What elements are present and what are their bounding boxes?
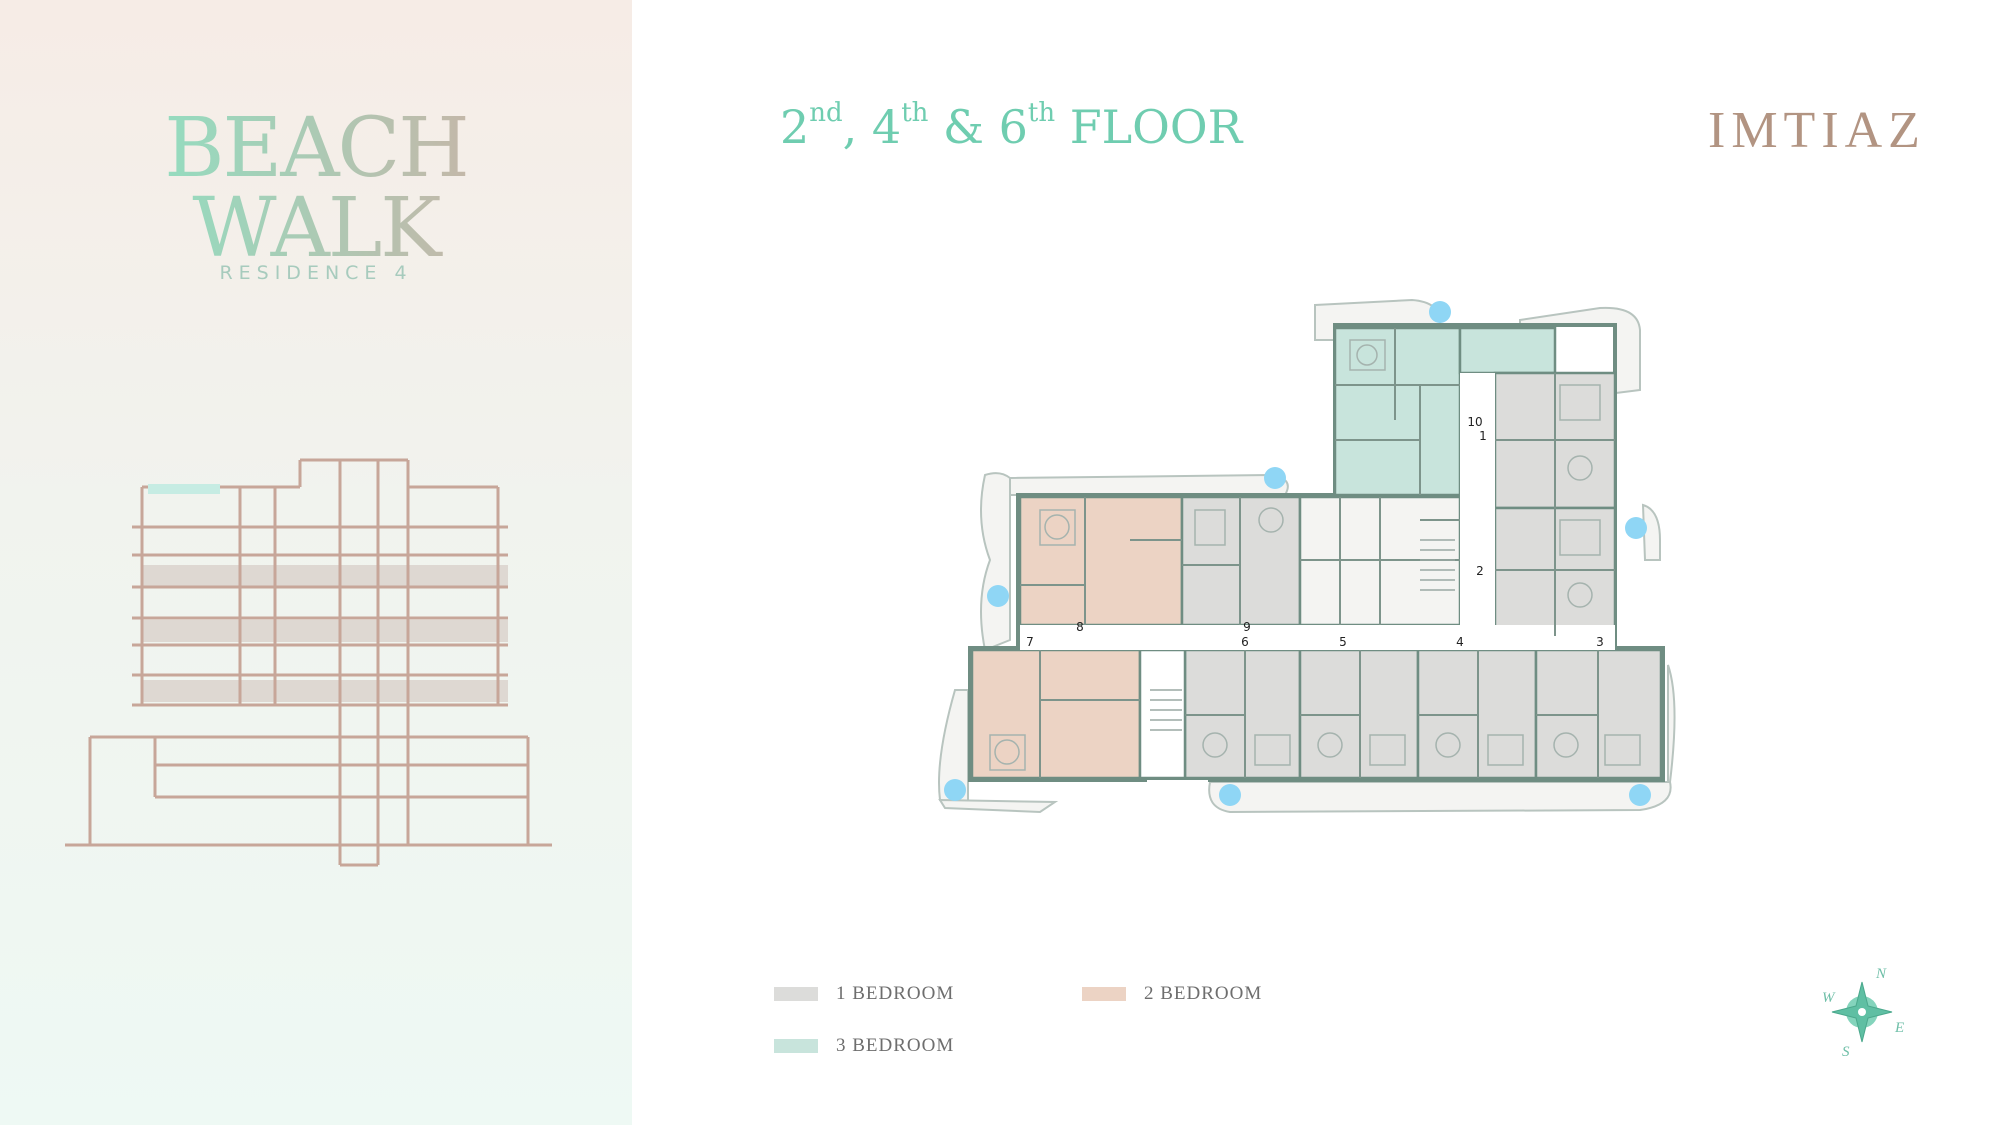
unit-10-3-bedroom-annex bbox=[1458, 326, 1557, 375]
imtiaz-logo: IMTIAZ bbox=[1708, 102, 1926, 159]
corridor-north bbox=[1460, 373, 1495, 625]
unit-label-9: 9 bbox=[1243, 620, 1251, 634]
unit-label-8: 8 bbox=[1076, 620, 1084, 634]
unit-label-5: 5 bbox=[1339, 635, 1347, 649]
compass-w: W bbox=[1822, 990, 1836, 1006]
furniture bbox=[989, 339, 1641, 771]
legend-3-bedroom: 3 BEDROOM bbox=[774, 1035, 954, 1057]
legend-swatch-1-bedroom bbox=[774, 987, 818, 1001]
pool-2 bbox=[1264, 467, 1286, 489]
terrace-west-top bbox=[1009, 473, 1289, 496]
pool-4 bbox=[1625, 517, 1647, 539]
compass-e: E bbox=[1894, 1020, 1904, 1036]
unit-label-4: 4 bbox=[1456, 635, 1464, 649]
roof-pool bbox=[148, 484, 220, 494]
brand-title-line2: WALK bbox=[0, 188, 632, 270]
brand-subtitle: RESIDENCE 4 bbox=[219, 262, 413, 284]
floor-title-n3: 6 bbox=[998, 100, 1028, 154]
pool-5 bbox=[944, 779, 966, 801]
unit-10-3-bedroom bbox=[1333, 326, 1462, 497]
unit-8-2-bedroom bbox=[1018, 495, 1184, 627]
floor-title: 2nd, 4th & 6th FLOOR bbox=[780, 100, 1242, 154]
pool-1 bbox=[1429, 301, 1451, 323]
terrace-east-mid bbox=[1641, 503, 1661, 561]
section-floor-bands bbox=[142, 565, 508, 702]
unit-label-6: 6 bbox=[1241, 635, 1249, 649]
legend-label-2-bedroom: 2 BEDROOM bbox=[1144, 983, 1263, 1004]
pool-6 bbox=[1219, 784, 1241, 806]
terrace-west-side bbox=[980, 472, 1011, 652]
legend-2-bedroom: 2 BEDROOM bbox=[1082, 983, 1262, 1005]
legend-swatch-3-bedroom bbox=[774, 1039, 818, 1053]
terrace-south bbox=[1208, 781, 1672, 814]
interior-partitions bbox=[1020, 328, 1615, 778]
floor-title-n1: 2 bbox=[780, 100, 810, 154]
plunge-pools bbox=[944, 301, 1651, 806]
unit-label-10: 10 bbox=[1467, 415, 1482, 429]
compass-rose-icon: N E S W bbox=[1822, 966, 1904, 1060]
terrace-southwest-bottom bbox=[938, 798, 1059, 814]
section-lines bbox=[65, 458, 552, 867]
floor-title-s3: th bbox=[1027, 98, 1056, 128]
unit-label-1: 1 bbox=[1479, 429, 1487, 443]
compass-s: S bbox=[1842, 1044, 1850, 1060]
floor-title-s1: nd bbox=[809, 98, 843, 128]
legend-label-1-bedroom: 1 BEDROOM bbox=[836, 983, 955, 1004]
unit-label-3: 3 bbox=[1596, 635, 1604, 649]
floor-title-sep1: , bbox=[842, 100, 872, 154]
floor-title-sep2: & bbox=[928, 100, 999, 154]
floor-title-n2: 4 bbox=[871, 100, 902, 154]
unit-areas bbox=[970, 326, 1663, 780]
compass-n: N bbox=[1875, 966, 1887, 982]
pool-3 bbox=[987, 585, 1009, 607]
stair-core bbox=[1138, 648, 1187, 780]
pool-7 bbox=[1629, 784, 1651, 806]
building-section-drawing bbox=[65, 458, 552, 867]
unit-number-labels: 10 1 2 3 4 5 6 7 8 9 bbox=[1026, 415, 1604, 649]
unit-label-2: 2 bbox=[1476, 564, 1484, 578]
left-panel bbox=[0, 0, 632, 1125]
brand-title-line1: BEACH bbox=[0, 108, 632, 190]
stairs bbox=[1150, 539, 1455, 731]
terrace-east-bottom bbox=[1667, 664, 1676, 783]
legend-swatch-2-bedroom bbox=[1082, 987, 1126, 1001]
floor-title-rest: FLOOR bbox=[1055, 100, 1243, 154]
unit-7-2-bedroom bbox=[970, 648, 1142, 780]
floor-title-s2: th bbox=[901, 98, 929, 128]
corridor bbox=[1020, 625, 1615, 650]
legend-1-bedroom: 1 BEDROOM bbox=[774, 983, 954, 1005]
legend-label-3-bedroom: 3 BEDROOM bbox=[836, 1035, 955, 1056]
unit-label-7: 7 bbox=[1026, 635, 1034, 649]
